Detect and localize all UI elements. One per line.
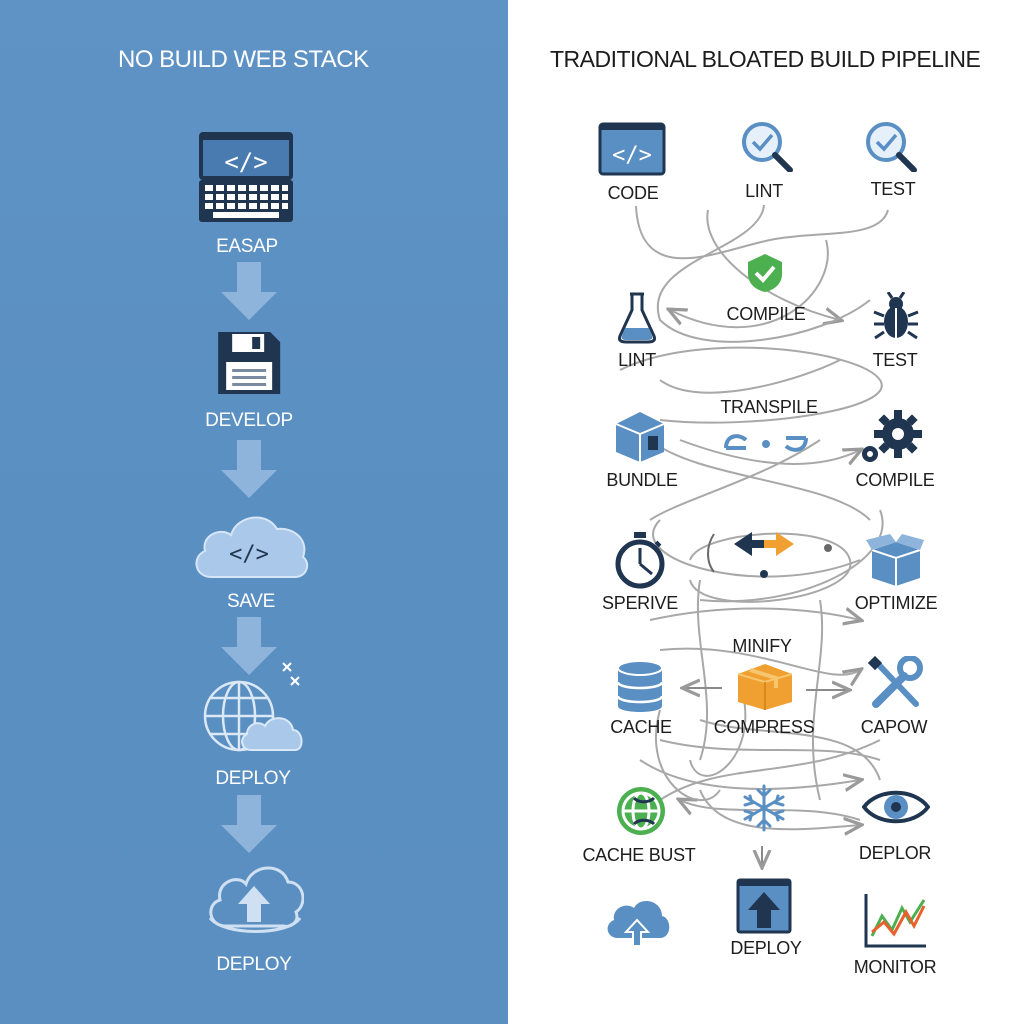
step-save: </> SAVE — [191, 505, 311, 613]
node-label: CACHE — [610, 717, 672, 737]
green-globe-icon — [617, 787, 665, 835]
floppy-disk-icon — [217, 332, 280, 394]
node-label: TEST — [872, 350, 918, 370]
node-label: LINT — [745, 181, 783, 201]
node-label: CAPOW — [860, 717, 928, 737]
node-label: SPERIVE — [602, 593, 678, 613]
down-arrow-icon — [221, 617, 300, 686]
bloated-pipeline-title: TRADITIONAL BLOATED BUILD PIPELINE — [550, 46, 981, 72]
bug-icon — [873, 292, 919, 340]
step-label: SAVE — [226, 591, 276, 612]
step-deploy-2: DEPLOY — [204, 852, 304, 976]
snowflake-icon — [743, 784, 785, 832]
open-box-icon — [866, 534, 924, 586]
code-keyboard-icon: </> — [199, 132, 293, 222]
step-label: EASAP — [216, 236, 278, 257]
cloud-upload-icon — [208, 866, 304, 933]
box-icon — [615, 412, 665, 462]
step-label: DEVELOP — [205, 410, 293, 431]
line-chart-icon — [864, 894, 926, 948]
node-label: CACHE BUST — [582, 845, 696, 865]
step-easap: </> EASAP — [199, 132, 295, 258]
database-icon — [616, 660, 664, 712]
svg-text:</>: </> — [612, 143, 652, 168]
magnifier-check-icon — [742, 122, 793, 172]
cloud-upload-icon — [607, 901, 670, 947]
step-label: DEPLOY — [216, 954, 292, 975]
down-arrow-icon — [221, 262, 277, 320]
code-cloud-icon: </> — [195, 516, 309, 578]
node-label: COMPILE — [855, 470, 935, 490]
node-label: COMPILE — [726, 304, 806, 324]
package-icon — [737, 664, 793, 710]
eye-icon — [862, 790, 930, 824]
upload-window-icon — [736, 878, 792, 934]
node-label: DEPLOY — [730, 938, 802, 958]
svg-text:</>: </> — [229, 542, 269, 567]
node-label: TEST — [870, 179, 916, 199]
svg-text:</>: </> — [224, 148, 267, 176]
gears-icon — [862, 410, 922, 462]
shield-check-icon — [748, 254, 782, 292]
magnifier-check-icon — [866, 122, 917, 172]
down-arrow-icon — [221, 795, 277, 853]
node-label: COMPRESS — [713, 717, 815, 737]
node-label: TRANSPILE — [720, 397, 818, 417]
stopwatch-icon — [615, 532, 665, 589]
node-label: DEPLOR — [858, 843, 932, 863]
down-arrow-icon — [221, 440, 277, 498]
node-label: MONITOR — [853, 957, 937, 977]
node-label: OPTIMIZE — [854, 593, 938, 613]
node-label: MINIFY — [732, 636, 792, 656]
wrench-screwdriver-icon — [868, 656, 923, 708]
left-right-arrows-icon — [707, 532, 832, 578]
globe-cloud-icon — [203, 680, 303, 752]
no-build-title: NO BUILD WEB STACK — [118, 46, 369, 73]
step-label: DEPLOY — [215, 768, 291, 789]
node-label: BUNDLE — [606, 470, 678, 490]
step-deploy-1: DEPLOY — [201, 678, 305, 790]
no-build-panel: NO BUILD WEB STACK </> EASAP — [0, 0, 508, 1024]
flask-icon — [618, 292, 656, 344]
code-window-icon: </> — [598, 122, 666, 176]
step-develop: DEVELOP — [205, 330, 293, 432]
node-label: CODE — [607, 183, 659, 203]
swap-arrows-icon — [724, 434, 808, 452]
node-label: LINT — [618, 350, 656, 370]
